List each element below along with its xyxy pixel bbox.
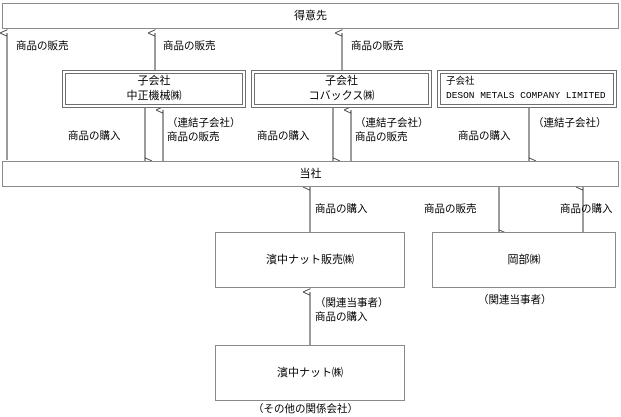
label-consolidated-sub3: （連結子会社） <box>533 118 607 129</box>
label-buy-goods-okabe: 商品の購入 <box>560 204 613 215</box>
label-consolidated-sell-sub2: （連結子会社） 商品の販売 <box>355 118 429 143</box>
box-hamanaka-sales-label: 濱中ナット販売㈱ <box>266 253 354 266</box>
box-okabe-label: 岡部㈱ <box>507 253 541 266</box>
box-subsidiary-chusei[interactable]: 子会社 中正機械㈱ <box>62 70 246 108</box>
label-buy-goods-sub1: 商品の購入 <box>68 131 121 142</box>
label-related-party-okabe: （関連当事者） <box>478 295 552 306</box>
box-hamanaka-sales[interactable]: 濱中ナット販売㈱ <box>215 232 405 288</box>
box-hamanaka-nut[interactable]: 濱中ナット㈱ <box>215 345 405 401</box>
label-sell-goods-sub2: 商品の販売 <box>351 41 404 52</box>
box-customer-label: 得意先 <box>294 9 327 22</box>
label-sell-goods-okabe: 商品の販売 <box>424 204 477 215</box>
label-buy-goods-sub3: 商品の購入 <box>458 131 511 142</box>
label-other-affiliate: （その他の関係会社） <box>253 404 358 415</box>
box-customer[interactable]: 得意先 <box>2 3 619 29</box>
label-consolidated-sell-sub1: （連結子会社） 商品の販売 <box>167 118 241 143</box>
label-buy-goods-hamanaka-sales: 商品の購入 <box>315 204 368 215</box>
box-subsidiary-kovax[interactable]: 子会社 コバックス㈱ <box>251 70 432 108</box>
box-own-company-label: 当社 <box>299 167 322 180</box>
box-subsidiary-kovax-label: 子会社 コバックス㈱ <box>254 73 429 105</box>
box-own-company[interactable]: 当社 <box>2 161 619 187</box>
label-sell-goods-left: 商品の販売 <box>16 41 69 52</box>
box-subsidiary-deson-label: 子会社 DESON METALS COMPANY LIMITED <box>440 73 614 105</box>
label-sell-goods-sub1: 商品の販売 <box>163 41 216 52</box>
label-related-party-buy: （関連当事者） 商品の購入 <box>315 298 389 323</box>
box-hamanaka-nut-label: 濱中ナット㈱ <box>277 366 343 379</box>
box-subsidiary-chusei-label: 子会社 中正機械㈱ <box>65 73 243 105</box>
box-subsidiary-deson[interactable]: 子会社 DESON METALS COMPANY LIMITED <box>437 70 617 108</box>
box-okabe[interactable]: 岡部㈱ <box>432 232 616 288</box>
label-buy-goods-sub2: 商品の購入 <box>257 131 310 142</box>
